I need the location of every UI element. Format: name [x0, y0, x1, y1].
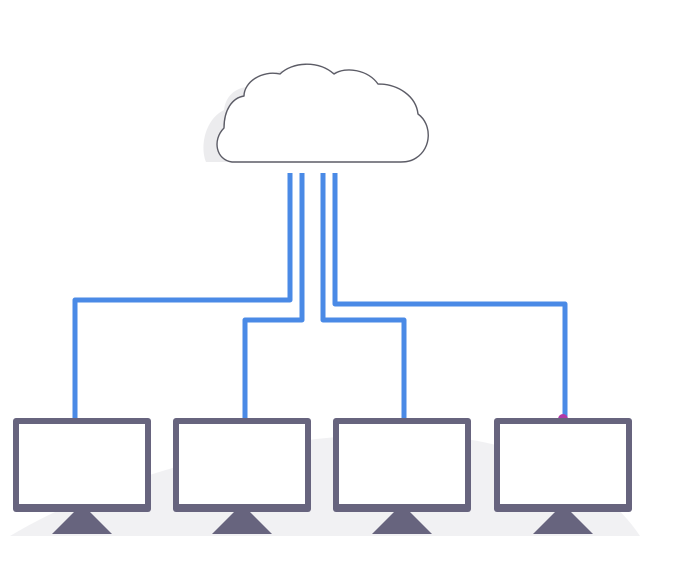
connector-lines: [72, 173, 568, 420]
connector-line-1: [72, 173, 293, 420]
monitor-screen: [500, 424, 626, 504]
monitor-stand: [533, 512, 593, 534]
monitor-stand: [212, 512, 272, 534]
monitor-screen: [339, 424, 465, 504]
monitor-icon: [173, 418, 311, 534]
connector-line-3: [320, 173, 407, 420]
monitor-stand: [52, 512, 112, 534]
connector-line-4: [332, 173, 568, 420]
monitor-stand: [372, 512, 432, 534]
ground-shadow: [10, 434, 640, 536]
monitor-screen: [179, 424, 305, 504]
monitor-icon: [494, 418, 632, 534]
cloud-body: [216, 63, 429, 163]
cloud-icon: [203, 63, 429, 163]
monitor-icon: [333, 418, 471, 534]
monitor-row: [13, 418, 632, 534]
monitor-icon: [13, 418, 151, 534]
monitor-screen: [19, 424, 145, 504]
connector-line-2: [242, 173, 305, 420]
